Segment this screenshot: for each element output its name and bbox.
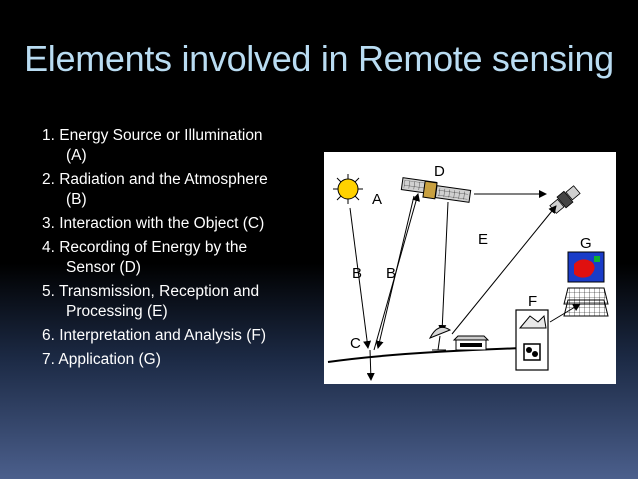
- label-d: D: [434, 163, 445, 180]
- remote-sensing-diagram: A B B C D E F G: [324, 152, 616, 384]
- list-item: 6. Interpretation and Analysis (F): [42, 327, 267, 344]
- application-map-icon: [563, 251, 609, 317]
- label-g: G: [580, 235, 592, 252]
- list-item: 1. Energy Source or Illumination(A): [42, 127, 263, 164]
- list-item: 7. Application (G): [42, 351, 161, 368]
- list-item: 3. Interaction with the Object (C): [42, 215, 265, 232]
- slide-title: Elements involved in Remote sensing: [24, 38, 614, 79]
- label-b1: B: [352, 265, 362, 282]
- ground-antenna-icon: [428, 326, 452, 351]
- satellite-icon: [400, 177, 472, 203]
- elements-list: 1. Energy Source or Illumination(A) 2. R…: [42, 126, 312, 374]
- label-b2: B: [386, 265, 396, 282]
- label-e: E: [478, 231, 488, 248]
- sun-icon: [333, 174, 363, 204]
- ground-line: [327, 347, 538, 363]
- label-a: A: [372, 191, 382, 208]
- label-f: F: [528, 293, 537, 310]
- relay-satellite-icon: [549, 185, 581, 214]
- label-c: C: [350, 335, 361, 352]
- list-item: 2. Radiation and the Atmosphere(B): [42, 171, 268, 208]
- receiving-station-icon: [452, 335, 490, 351]
- diagram-svg: A B B C D E F G: [327, 163, 609, 381]
- analysis-display-icon: [515, 309, 549, 371]
